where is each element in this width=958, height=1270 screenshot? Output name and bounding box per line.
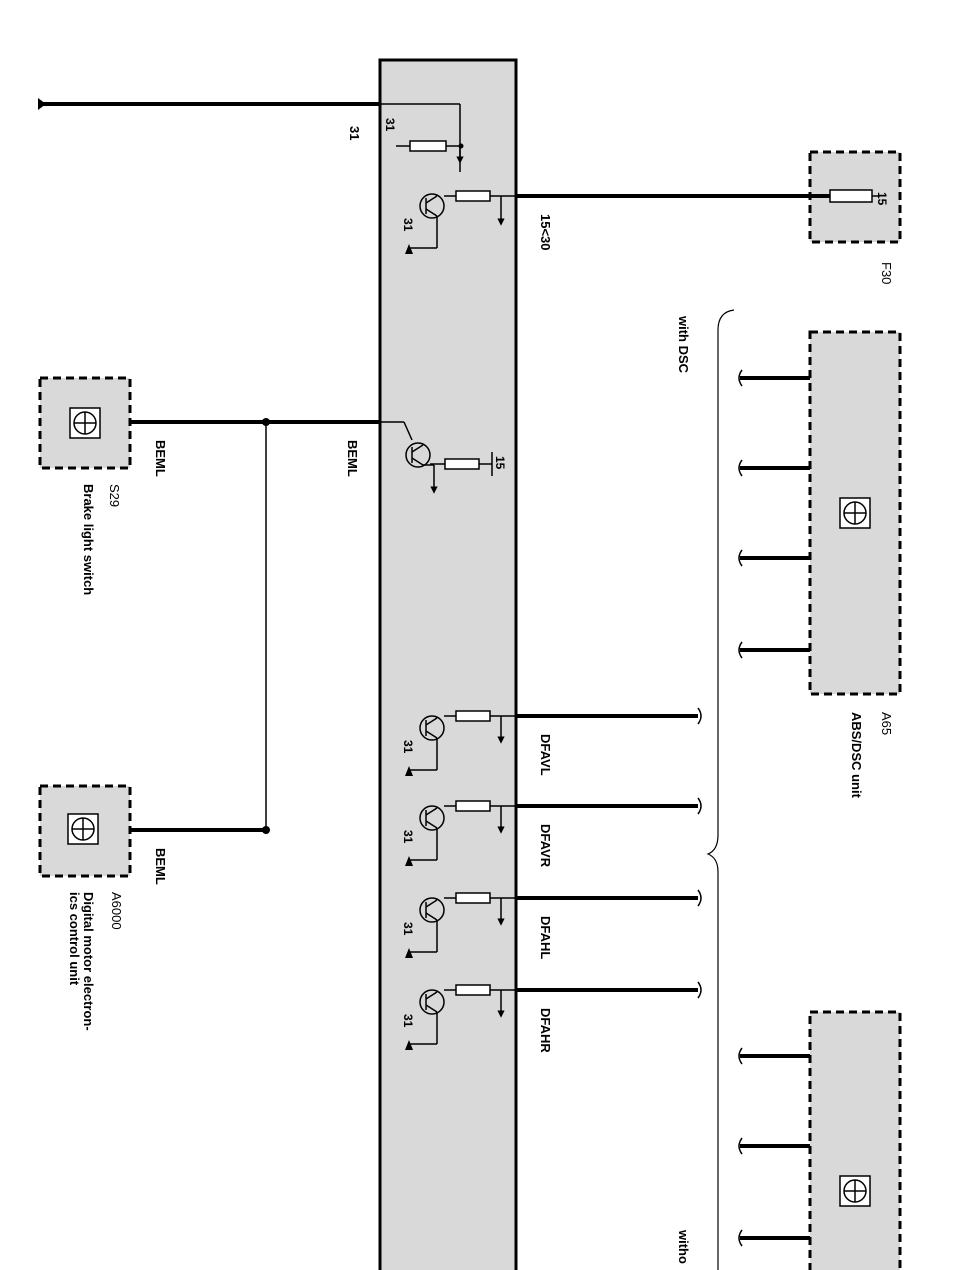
module-signal-label: BEML	[345, 440, 360, 477]
fuse-id: F30	[879, 262, 894, 284]
supply-pin-label: 15<30	[538, 214, 553, 251]
output-ground-label: 31	[401, 830, 415, 844]
variant-with-label: with DSC	[676, 315, 691, 374]
abs-name: ABS/DSC unit	[849, 712, 864, 799]
connector-break-icon	[697, 707, 702, 725]
output-signal-label: DFAHR	[538, 1008, 553, 1053]
unit-without-dsc	[738, 1010, 902, 1270]
connector-break-icon	[697, 889, 702, 907]
switch-id: S29	[107, 484, 122, 507]
fuse-pin-label: 15	[875, 192, 889, 206]
variant-without-label: witho	[676, 1229, 691, 1264]
ground-arrow-icon	[38, 98, 46, 110]
output-channel-dfavr: 31 DFAVR	[401, 797, 702, 868]
transistor-icon	[419, 989, 445, 1015]
output-signal-label: DFAVR	[538, 824, 553, 868]
switch-name: Brake light switch	[81, 484, 96, 595]
brake-light-switch: S29 Brake light switch	[38, 376, 132, 595]
connector-break-icon	[738, 1047, 743, 1247]
switch-signal-label: BEML	[153, 440, 168, 477]
beml-wire: BEML BEML	[130, 418, 380, 830]
ground-pin-label: 31	[347, 126, 362, 140]
abs-dsc-unit: A65 ABS/DSC unit	[738, 330, 902, 799]
output-channel-dfahr: 31 DFAHR	[401, 981, 702, 1053]
transistor-icon	[419, 805, 445, 831]
connector-break-icon	[738, 369, 743, 659]
fuse-f30: 15 F30	[516, 150, 902, 284]
transistor-icon	[419, 715, 445, 741]
module-ground-pin-label: 31	[383, 118, 397, 132]
supply-ground-label: 31	[401, 218, 415, 232]
output-ground-label: 31	[401, 740, 415, 754]
internal-ground-circuit	[380, 103, 464, 172]
dme-control-unit: BEML A6000 Digital motor electron- ics c…	[38, 784, 270, 1031]
connector-break-icon	[697, 981, 702, 999]
ground-wire: 31	[38, 98, 380, 140]
connector-break-icon	[697, 797, 702, 815]
output-signal-label: DFAVL	[538, 734, 553, 776]
supply-transistor	[409, 190, 516, 249]
output-ground-label: 31	[401, 922, 415, 936]
output-ground-label: 31	[401, 1014, 415, 1028]
beml-transistor	[380, 421, 493, 494]
output-signal-label: DFAHL	[538, 916, 553, 959]
beml-pin-label: 15	[493, 456, 507, 470]
output-channel-dfavl: 31 DFAVL	[401, 707, 702, 776]
dme-name-line1: Digital motor electron-	[81, 892, 96, 1031]
abs-id: A65	[879, 712, 894, 735]
control-module-block	[378, 58, 518, 1270]
transistor-icon	[419, 897, 445, 923]
dme-signal-label: BEML	[153, 848, 168, 885]
output-channel-dfahl: 31 DFAHL	[401, 889, 702, 959]
dme-name-line2: ics control unit	[67, 892, 82, 986]
dme-id: A6000	[109, 892, 124, 930]
variant-brace-with-dsc	[706, 309, 735, 1270]
